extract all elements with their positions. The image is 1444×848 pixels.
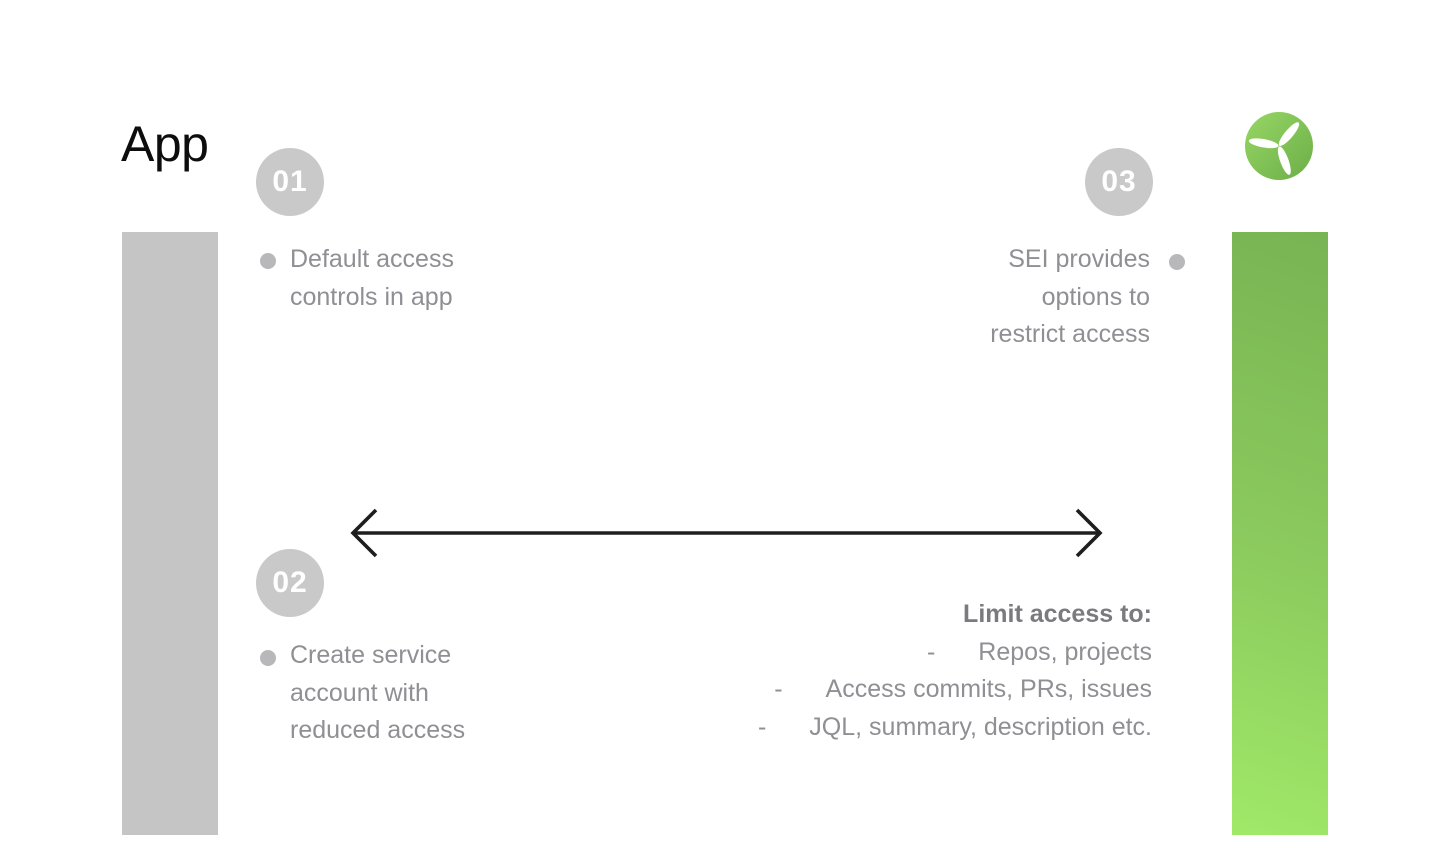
dash-marker: - xyxy=(774,675,783,703)
list-item-text: JQL, summary, description etc. xyxy=(809,712,1152,741)
dash-marker: - xyxy=(757,712,767,741)
step-badge-02-number: 02 xyxy=(272,566,308,599)
step-badge-03: 03 xyxy=(1085,148,1153,216)
sei-column-bar xyxy=(1232,232,1328,835)
step-3-line: restrict access xyxy=(990,320,1150,348)
step-badge-03-number: 03 xyxy=(1101,165,1137,198)
double-headed-arrow-icon xyxy=(350,508,1103,558)
step-2-text: Create service account with reduced acce… xyxy=(290,637,465,750)
bullet-dot-icon xyxy=(260,253,276,269)
step-3-line: SEI provides xyxy=(1008,245,1150,273)
step-badge-01-number: 01 xyxy=(272,165,308,198)
list-item-text: Repos, projects xyxy=(978,637,1152,666)
step-1-text: Default access controls in app xyxy=(290,241,454,316)
step-2-line: Create service xyxy=(290,641,452,669)
step-1-line: Default access xyxy=(290,245,454,273)
bullet-dot-icon xyxy=(1169,254,1185,270)
step-2-line: reduced access xyxy=(290,716,466,744)
list-item: - Repos, projects xyxy=(758,634,1152,672)
dash-marker: - xyxy=(926,637,936,666)
bullet-dot-icon xyxy=(260,650,276,666)
list-item: - JQL, summary, description etc. xyxy=(758,709,1152,747)
step-2-line: account with xyxy=(290,678,429,707)
limit-access-heading: Limit access to: xyxy=(963,600,1152,628)
propeller-logo-icon xyxy=(1245,112,1313,180)
limit-access-list: Limit access to: - Repos, projects - Acc… xyxy=(758,596,1152,746)
step-3-text: SEI provides options to restrict access xyxy=(990,241,1150,354)
list-item: - Access commits, PRs, issues xyxy=(758,671,1152,709)
list-item-text: Access commits, PRs, issues xyxy=(825,675,1152,703)
app-column-bar xyxy=(122,232,218,835)
app-title: App xyxy=(121,116,209,172)
step-1-line: controls in app xyxy=(290,282,453,311)
step-badge-01: 01 xyxy=(256,148,324,216)
step-badge-02: 02 xyxy=(256,549,324,617)
step-3-line: options to xyxy=(1041,282,1150,311)
